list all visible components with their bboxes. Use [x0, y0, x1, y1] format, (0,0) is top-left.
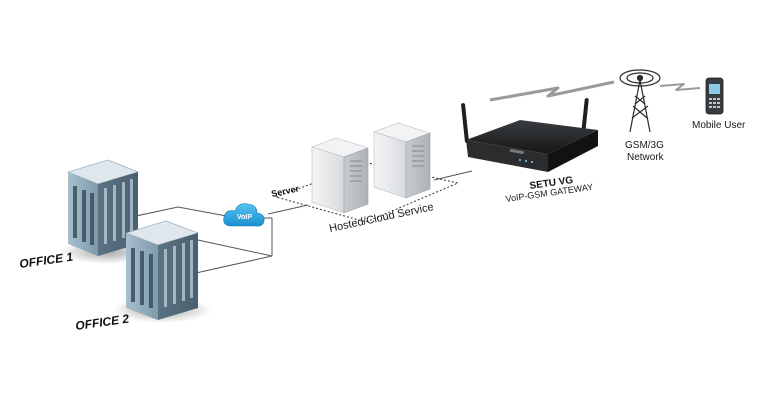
- mobile-phone-icon: [705, 77, 724, 115]
- network-line2-label: Network: [627, 152, 665, 163]
- office-2-label: OFFICE 2: [74, 312, 130, 333]
- office-1-label: OFFICE 1: [18, 250, 74, 271]
- voip-cloud-icon: VoIP: [223, 203, 265, 227]
- voip-label: VoIP: [237, 214, 252, 221]
- cell-tower-icon: [619, 69, 661, 133]
- router-gateway-icon: [461, 98, 598, 172]
- mobile-user-label: Mobile User: [692, 120, 746, 131]
- server-label: Server: [270, 183, 300, 199]
- server-tower-icon: [311, 137, 369, 214]
- lightning-signal-icon: [659, 83, 701, 91]
- server-tower-icon: [373, 122, 431, 199]
- lightning-signal-icon: [489, 80, 615, 102]
- network-line1-label: GSM/3G: [625, 140, 664, 151]
- office-building-icon: [112, 220, 212, 323]
